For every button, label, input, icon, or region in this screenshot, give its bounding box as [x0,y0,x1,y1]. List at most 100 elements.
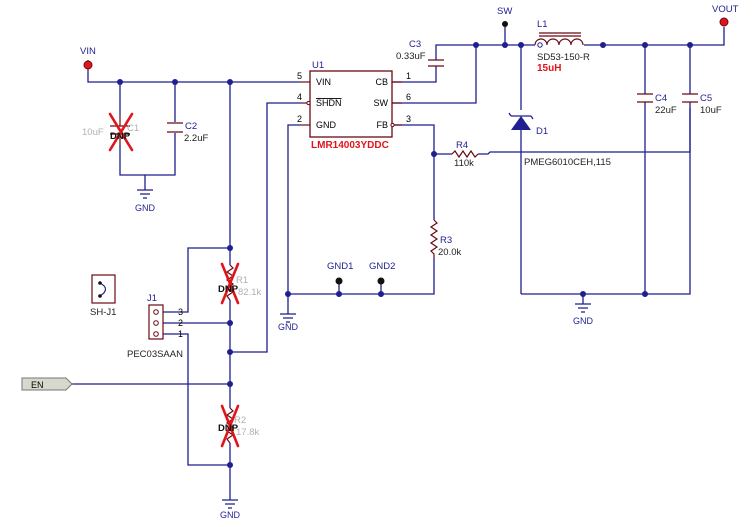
j1-part: PEC03SAAN [127,349,183,360]
u1-ref: U1 [312,60,324,71]
shdn-inversion-bubble-icon [306,100,311,106]
sw-label: SW [497,6,512,17]
r2-dnp: DNP [218,423,239,434]
u1-pin-number: 5 [297,71,302,81]
u1-pin-vin-label: VIN [316,77,331,87]
junction [336,291,342,297]
ground-c1c2: GND [135,189,156,213]
r4-resistor[interactable]: R4 110k [451,140,479,169]
junction [580,291,586,297]
c2-capacitor[interactable]: C2 2.2uF [167,121,208,144]
gnd2-testpoint[interactable]: GND2 [369,261,395,285]
j1-pin-icon [153,320,159,326]
wire-j1-pin1 [160,333,230,466]
r4-ref: R4 [456,140,468,151]
j1-header[interactable]: J1 3 2 1 PEC03SAAN [127,293,183,360]
ground-icon [137,189,153,199]
vout-label: VOUT [712,4,739,15]
j1-pin-icon [153,331,159,337]
gnd1-label: GND1 [327,261,353,272]
wire-c5-bottom [521,152,691,295]
gnd1-testpoint-icon [335,277,343,285]
junction [687,42,693,48]
wire-gnd-bottom [288,258,435,295]
u1-part-number: LMR14003YDDC [311,140,389,151]
r1-resistor[interactable]: DNP R1 82.1k [218,262,261,305]
u1-pin-number: 6 [406,92,411,102]
c1-capacitor[interactable]: DNP 10uF C1 [82,112,139,152]
c2-value: 2.2uF [184,133,208,144]
dnp-cross-icon [220,404,240,448]
diode-cathode-icon [508,112,534,120]
capacitor-icon [637,93,653,103]
c1-ref: C1 [127,123,139,134]
wire-sw [392,45,477,104]
sw-flag[interactable]: SW [497,6,512,27]
resistor-icon [451,149,479,159]
u1-pin-gnd-label: GND [316,120,337,130]
resistor-icon [429,219,439,258]
junction [473,42,479,48]
junction [285,291,291,297]
u1-pin-sw-label: SW [374,98,389,108]
r2-ref: R2 [234,415,246,426]
d1-part: PMEG6010CEH,115 [524,157,611,168]
c3-capacitor[interactable]: C3 0.33uF [396,39,444,67]
junction [117,79,123,85]
en-label: EN [31,380,44,390]
j1-ref: J1 [147,293,157,304]
inductor-coil-icon [534,38,584,46]
ground-icon [575,303,591,313]
capacitor-icon [110,115,130,145]
dnp-cross-icon [220,262,240,305]
ground-label: GND [220,510,241,520]
gnd2-label: GND2 [369,261,395,272]
r3-value: 20.0k [438,247,461,258]
r1-value: 82.1k [238,287,261,298]
junction [502,42,508,48]
u1-pin-fb-label: FB [376,120,388,130]
u1-pin-number: 2 [297,114,302,124]
en-port[interactable]: EN [21,377,73,391]
l1-ref: L1 [537,19,548,30]
junction [600,42,606,48]
r2-resistor[interactable]: DNP R2 17.8k [218,404,259,448]
sh-j1-shunt[interactable]: SH-J1 [90,274,116,318]
d1-ref: D1 [536,126,548,137]
ground-icon [280,313,296,323]
u1-pin-number: 3 [406,114,411,124]
polarity-dot-icon [537,42,543,48]
c5-capacitor[interactable]: C5 10uF [682,93,722,116]
ground-label: GND [278,322,299,332]
wire-c1 [119,82,146,190]
ground-icon [222,499,238,509]
u1-pin-number: 1 [406,71,411,81]
wire-shdn [230,102,300,353]
ground-divider: GND [220,499,241,520]
gnd2-testpoint-icon [377,277,385,285]
u1-pin-shdn-label: SHDN [316,98,342,108]
vin-flag[interactable]: VIN [80,46,96,71]
j1-pin-number: 1 [178,329,183,339]
c4-capacitor[interactable]: C4 22uF [637,93,677,116]
gnd1-testpoint[interactable]: GND1 [327,261,353,285]
r4-value: 110k [454,158,474,169]
r1-dnp: DNP [218,284,239,295]
c4-value: 22uF [655,105,677,116]
wire-r4 [434,108,691,155]
junction [431,151,437,157]
capacitor-icon [682,93,698,103]
dnp-cross-icon [108,112,134,152]
junction [518,42,524,48]
junction [227,381,233,387]
vout-terminal-icon [719,17,729,27]
vout-flag[interactable]: VOUT [712,4,739,27]
l1-value: 15uH [537,63,561,74]
r3-resistor[interactable]: R3 20.0k [429,219,461,258]
u1-ic[interactable]: U1 LMR14003YDDC VIN SHDN GND CB SW FB 5 … [297,60,411,151]
c3-value: 0.33uF [396,51,426,62]
l1-inductor[interactable]: L1 SD53-150-R 15uH [534,19,590,74]
shunt-jumper-icon [99,282,107,297]
d1-diode[interactable]: D1 PMEG6010CEH,115 [508,112,611,168]
ground-u1: GND [278,313,299,332]
